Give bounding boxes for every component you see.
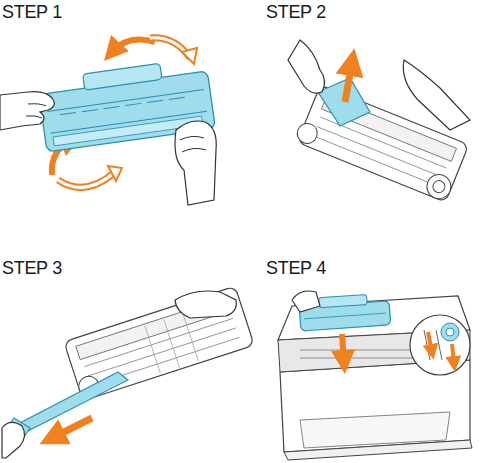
- pull-strip-figure: [2, 286, 254, 458]
- step-label: STEP 3: [2, 258, 62, 279]
- shake-cartridge-figure: [0, 38, 216, 205]
- step-label: STEP 2: [266, 2, 326, 23]
- step-label: STEP 1: [2, 2, 62, 23]
- insert-cartridge-figure: [278, 291, 472, 460]
- remove-tab-figure: [288, 40, 470, 202]
- step-label: STEP 4: [266, 258, 326, 279]
